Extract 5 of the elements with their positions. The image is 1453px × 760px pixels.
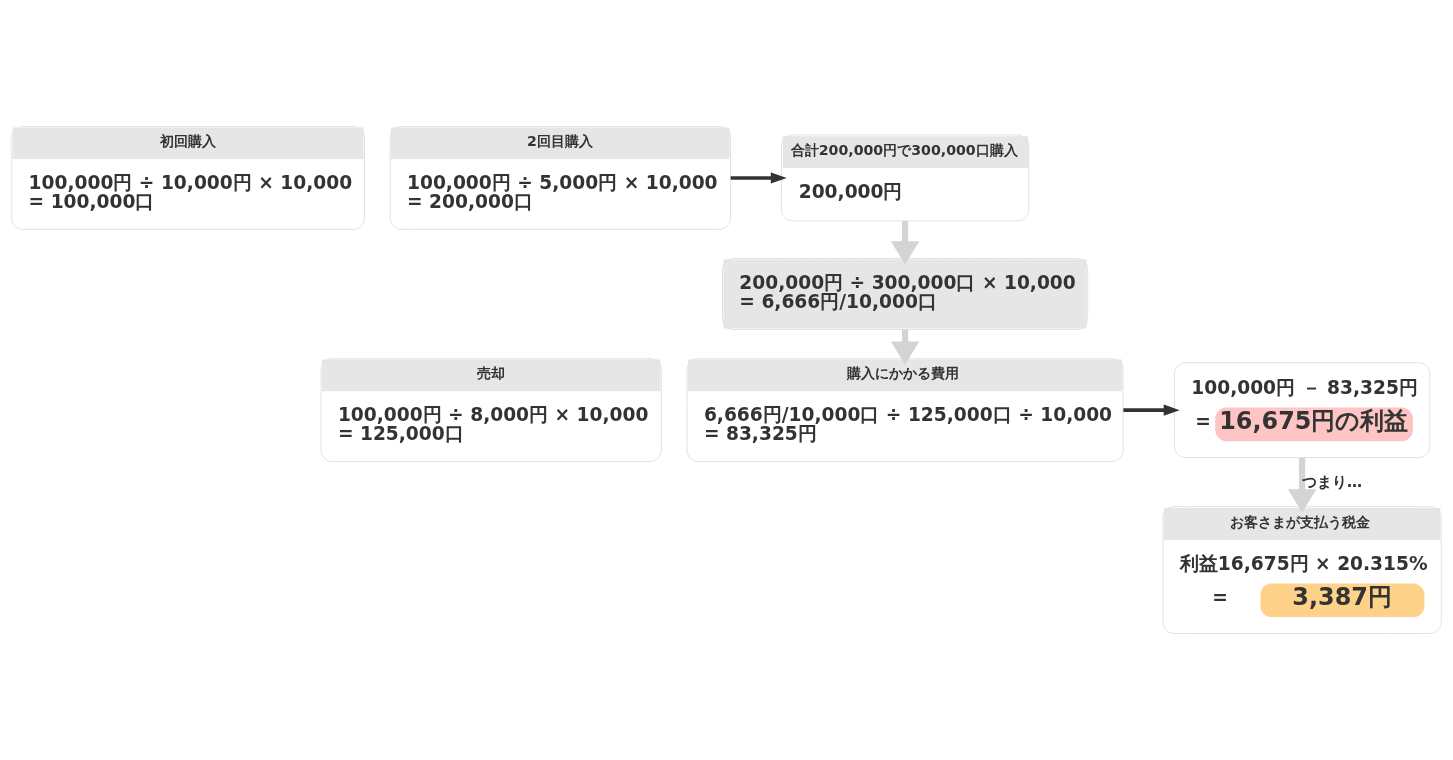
- arrow: [1287, 457, 1317, 513]
- arrow: [1123, 404, 1180, 416]
- edge-label: つまり…: [1302, 472, 1363, 491]
- arrow: [730, 172, 787, 184]
- arrow: [890, 221, 920, 265]
